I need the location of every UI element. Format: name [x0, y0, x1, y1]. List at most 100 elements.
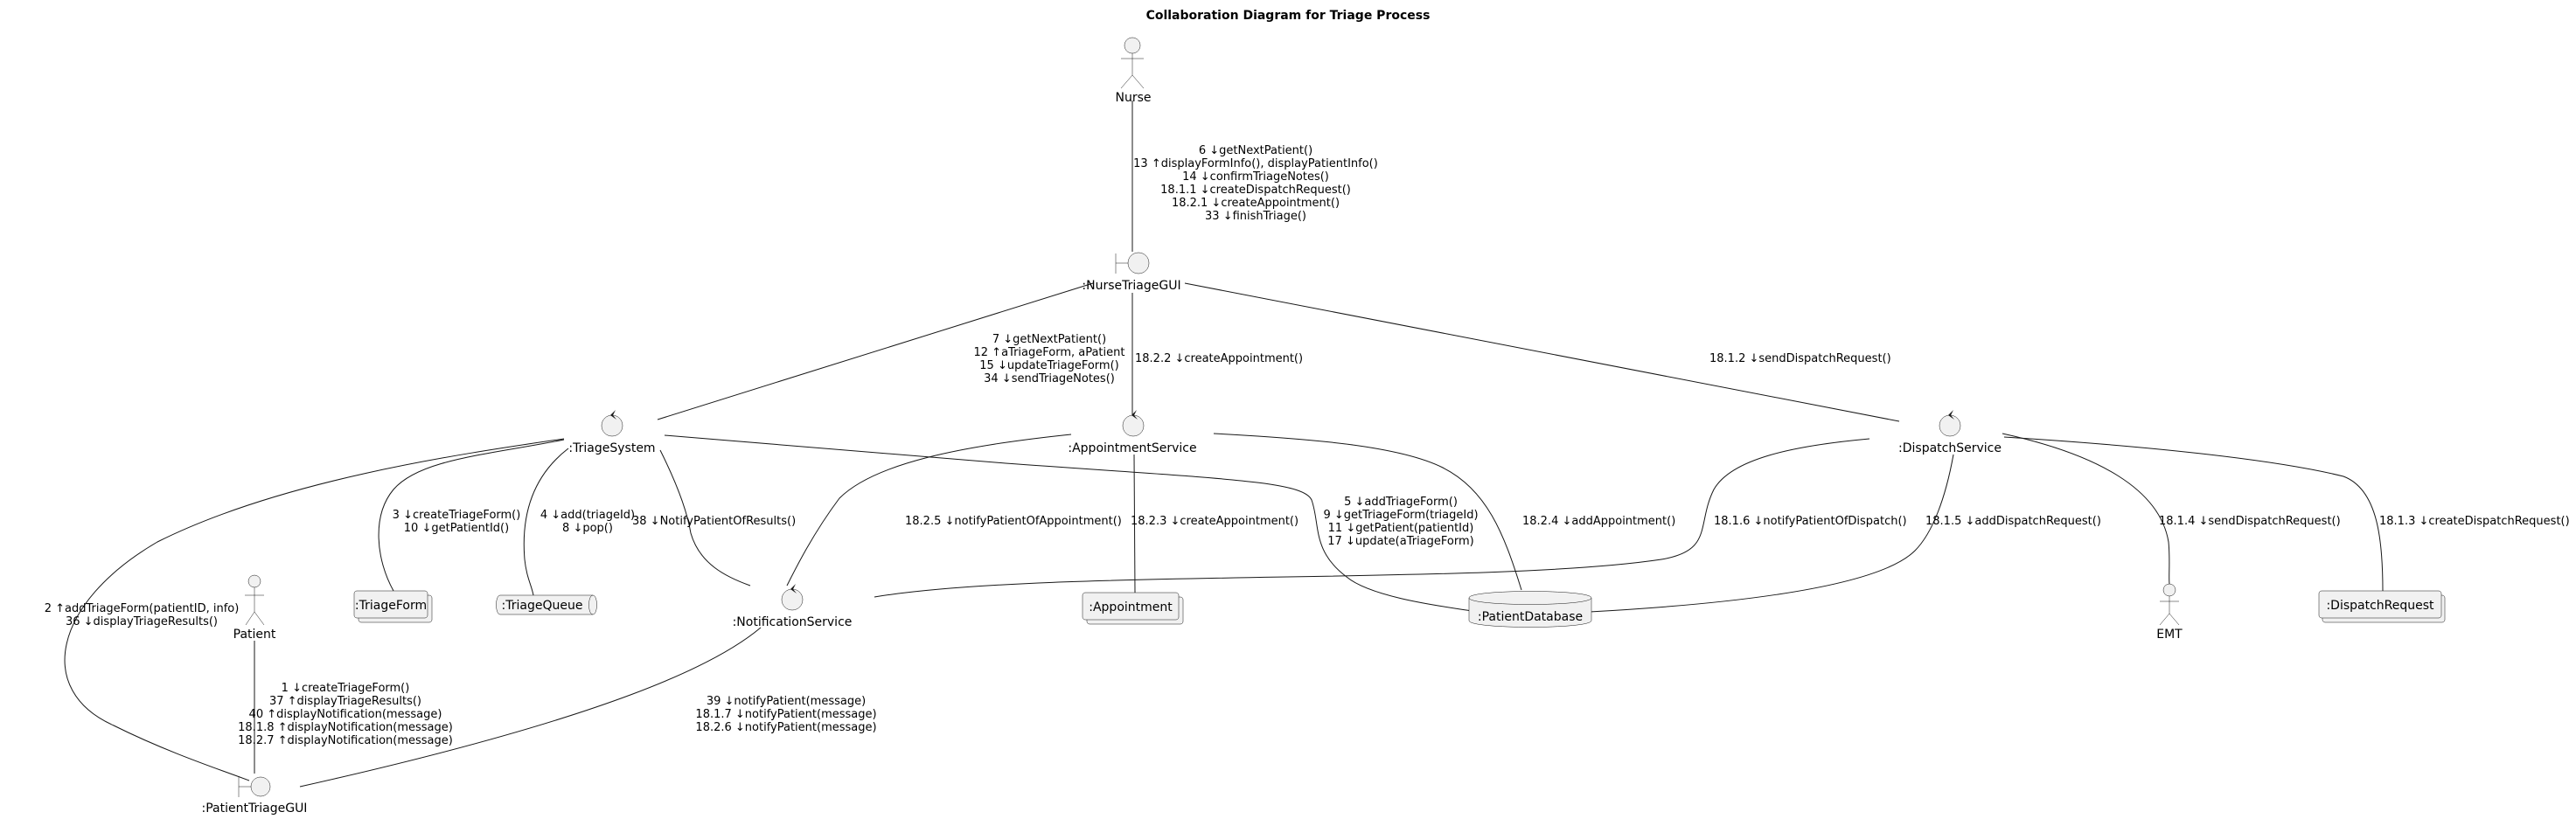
boundary-patient-triage-gui[interactable]: :PatientTriageGUI: [202, 776, 308, 816]
message-label: 18.1.6 ↓notifyPatientOfDispatch(): [1714, 515, 1907, 528]
message-label: 18.2.4 ↓addAppointment(): [1522, 515, 1675, 528]
collection-front-card: [353, 590, 428, 619]
database-icon: [1468, 591, 1592, 628]
collection-front-card: [2318, 590, 2442, 619]
actor-patient[interactable]: Patient: [233, 574, 276, 642]
node-label: :TriageSystem: [568, 441, 655, 455]
control-notification-service[interactable]: :NotificationService: [733, 584, 853, 629]
message-label: 13 ↑displayFormInfo(), displayPatientInf…: [1133, 157, 1378, 170]
node-label: :AppointmentService: [1068, 441, 1196, 455]
edges: [64, 101, 2384, 788]
edge-triagesystem-patientgui: [64, 438, 565, 781]
node-label: :Appointment: [1089, 600, 1173, 614]
edge-nursegui-triagesystem: [657, 282, 1094, 420]
message-label: 18.2.5 ↓notifyPatientOfAppointment(): [905, 515, 1122, 528]
node-label: :PatientDatabase: [1478, 610, 1583, 624]
boundary-nurse-triage-gui[interactable]: :NurseTriageGUI: [1082, 252, 1181, 293]
control-dispatch-service[interactable]: :DispatchService: [1898, 410, 2002, 455]
message-label: 18.1.8 ↑displayNotification(message): [238, 721, 453, 734]
actor-nurse[interactable]: Nurse: [1115, 37, 1152, 105]
message-label: 9 ↓getTriageForm(triageId): [1323, 509, 1478, 522]
message-label: 18.2.6 ↓notifyPatient(message): [695, 721, 876, 734]
edge-dispatchservice-patientdatabase: [1589, 454, 1954, 613]
node-label: :TriageForm: [355, 599, 427, 613]
edge-appointmentservice-notificationservice: [786, 434, 1072, 586]
message-labels: 6 ↓getNextPatient() 13 ↑displayFormInfo(…: [45, 144, 2570, 747]
queue-triage-queue[interactable]: :TriageQueue: [496, 594, 597, 615]
edge-notificationservice-patientgui: [299, 627, 762, 788]
control-icon: [601, 410, 623, 437]
collections-dispatch-request[interactable]: :DispatchRequest: [2318, 590, 2446, 623]
message-group-notificationservice-patientgui: 39 ↓notifyPatient(message) 18.1.7 ↓notif…: [695, 695, 876, 734]
message-group-nursegui-triagesystem: 7 ↓getNextPatient() 12 ↑aTriageForm, aPa…: [974, 333, 1125, 385]
message-group-nurse-nursegui: 6 ↓getNextPatient() 13 ↑displayFormInfo(…: [1133, 144, 1378, 223]
node-label: :PatientTriageGUI: [202, 802, 308, 816]
collection-front-card: [1082, 592, 1180, 621]
actor-icon: [245, 574, 265, 626]
message-label: 2 ↑addTriageForm(patientID, info): [45, 602, 240, 615]
edge-appointmentservice-appointment: [1133, 454, 1136, 593]
message-group-patient-patientgui: 1 ↓createTriageForm() 37 ↑displayTriageR…: [238, 682, 453, 747]
message-label: 3 ↓createTriageForm(): [393, 509, 521, 522]
message-label: 39 ↓notifyPatient(message): [707, 695, 866, 708]
edge-triagesystem-triageform: [378, 439, 565, 592]
collections-triage-form[interactable]: :TriageForm: [353, 590, 433, 623]
control-icon: [1122, 410, 1145, 437]
message-label: 18.2.3 ↓createAppointment(): [1131, 515, 1298, 528]
node-label: :DispatchRequest: [2326, 599, 2434, 613]
message-label: 18.1.1 ↓createDispatchRequest(): [1160, 184, 1351, 197]
edge-dispatchservice-emt: [2002, 433, 2170, 585]
message-label: 18.1.7 ↓notifyPatient(message): [695, 708, 876, 721]
node-label: EMT: [2156, 628, 2183, 642]
node-label: :NurseTriageGUI: [1082, 279, 1180, 293]
message-group-triagesystem-patientgui: 2 ↑addTriageForm(patientID, info) 36 ↓di…: [45, 602, 240, 628]
boundary-icon: [1115, 252, 1150, 274]
control-icon: [1939, 410, 1961, 437]
node-label: Nurse: [1115, 91, 1151, 105]
message-label: 1 ↓createTriageForm(): [282, 682, 410, 695]
message-label: 10 ↓getPatientId(): [404, 522, 509, 535]
actor-icon: [1120, 37, 1145, 89]
collections-appointment[interactable]: :Appointment: [1082, 592, 1184, 625]
message-label: 4 ↓add(triageId): [540, 509, 635, 522]
message-label: 40 ↑displayNotification(message): [249, 708, 442, 721]
message-label: 18.2.7 ↑displayNotification(message): [238, 734, 453, 747]
message-label: 38 ↓NotifyPatientOfResults(): [632, 515, 796, 528]
message-label: 18.1.5 ↓addDispatchRequest(): [1925, 515, 2101, 528]
edge-triagesystem-patientdatabase: [664, 434, 1479, 613]
message-label: 18.2.1 ↓createAppointment(): [1172, 197, 1340, 210]
message-label: 37 ↑displayTriageResults(): [269, 695, 421, 708]
message-group-triagesystem-triagequeue: 4 ↓add(triageId) 8 ↓pop(): [540, 509, 635, 535]
message-label: 34 ↓sendTriageNotes(): [984, 372, 1115, 385]
message-label: 15 ↓updateTriageForm(): [979, 359, 1118, 372]
message-label: 12 ↑aTriageForm, aPatient: [974, 346, 1125, 359]
message-label: 11 ↓getPatient(patientId): [1328, 522, 1474, 535]
edge-triagesystem-notificationservice: [659, 449, 751, 586]
edge-dispatchservice-notificationservice: [874, 438, 1870, 598]
node-label: :DispatchService: [1898, 441, 2002, 455]
control-icon: [781, 584, 804, 611]
message-label: 18.1.3 ↓createDispatchRequest(): [2379, 515, 2570, 528]
boundary-icon: [238, 776, 271, 797]
node-label: Patient: [233, 628, 276, 642]
actor-emt[interactable]: EMT: [2156, 583, 2183, 642]
node-label: :TriageQueue: [502, 599, 583, 613]
message-label: 14 ↓confirmTriageNotes(): [1182, 170, 1329, 184]
message-label: 17 ↓update(aTriageForm): [1327, 535, 1473, 548]
control-appointment-service[interactable]: :AppointmentService: [1068, 410, 1197, 455]
message-label: 7 ↓getNextPatient(): [992, 333, 1106, 346]
message-label: 18.1.2 ↓sendDispatchRequest(): [1709, 352, 1891, 365]
actor-icon: [2159, 583, 2180, 626]
edge-appointmentservice-patientdatabase: [1213, 433, 1522, 591]
edge-dispatchservice-dispatchrequest: [2003, 436, 2384, 592]
database-patient-database[interactable]: :PatientDatabase: [1468, 591, 1592, 628]
message-group-triagesystem-triageform: 3 ↓createTriageForm() 10 ↓getPatientId(): [393, 509, 521, 535]
control-triage-system[interactable]: :TriageSystem: [568, 410, 656, 455]
message-label: 6 ↓getNextPatient(): [1199, 144, 1312, 157]
node-label: :NotificationService: [733, 615, 853, 629]
message-label: 8 ↓pop(): [562, 522, 613, 535]
message-group-triagesystem-patientdatabase: 5 ↓addTriageForm() 9 ↓getTriageForm(tria…: [1323, 496, 1478, 548]
message-label: 18.1.4 ↓sendDispatchRequest(): [2159, 515, 2341, 528]
edge-triagesystem-triagequeue: [523, 448, 569, 596]
